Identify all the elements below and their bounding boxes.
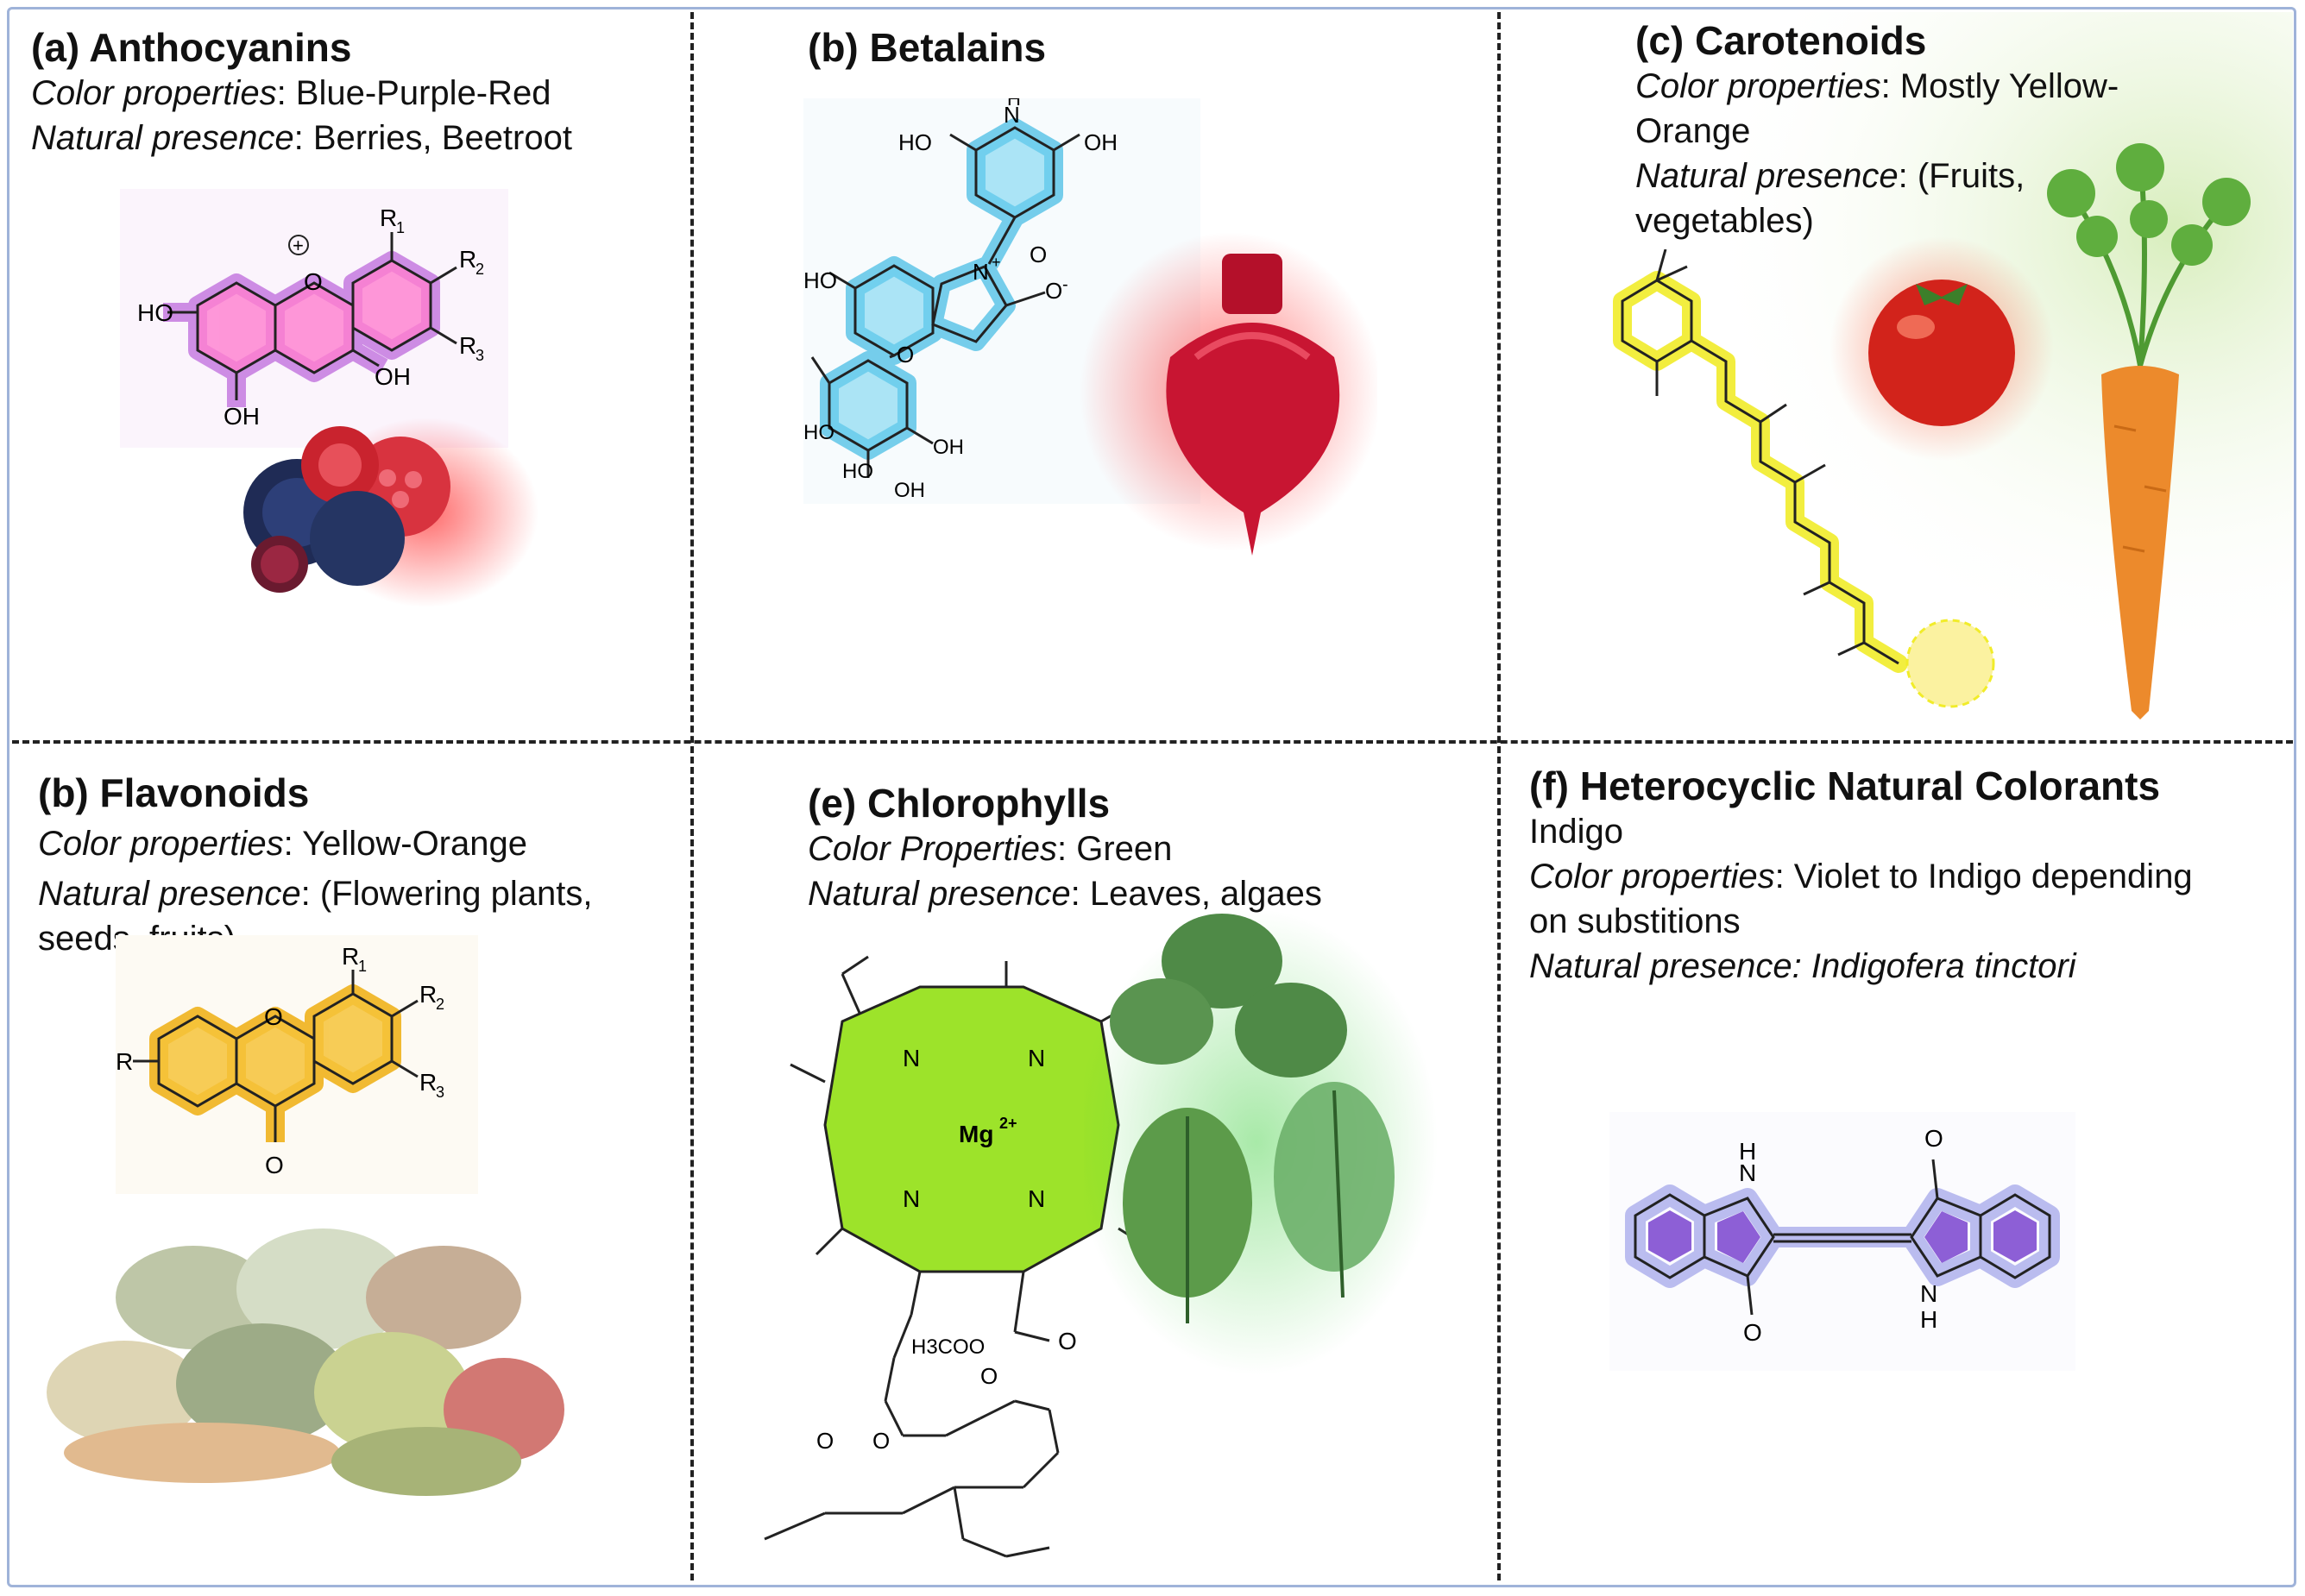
color-properties-cont: Orange — [1635, 112, 1751, 150]
svg-text:OH: OH — [894, 479, 925, 502]
svg-text:R: R — [459, 246, 476, 273]
beetroot-illustration — [1080, 232, 1377, 556]
svg-text:H: H — [1920, 1306, 1937, 1333]
carotenoid-structure — [1613, 249, 1995, 708]
panel-flavonoids: (b) Flavonoids Color properties: Yellow-… — [12, 745, 689, 1582]
svg-text:3: 3 — [436, 1084, 444, 1101]
svg-text:R: R — [459, 332, 476, 359]
carrot-illustration — [2047, 143, 2251, 719]
natural-presence: Natural presence: (Flowering plants, — [38, 875, 593, 913]
natural-presence: Natural presence: Leaves, algaes — [808, 875, 1322, 913]
tomato-illustration — [1830, 236, 2054, 461]
svg-text:R: R — [419, 1069, 437, 1096]
panel-title: (b) Flavonoids — [38, 770, 310, 815]
svg-text:N: N — [903, 1045, 920, 1071]
svg-text:-: - — [1062, 275, 1068, 294]
color-properties: Color properties: Yellow-Orange — [38, 825, 527, 863]
svg-text:H: H — [1739, 1138, 1756, 1165]
color-properties: Color properties: Blue-Purple-Red — [31, 74, 551, 112]
color-properties: Color properties: Mostly Yellow- — [1635, 67, 2119, 105]
svg-text:+: + — [293, 235, 304, 256]
svg-text:+: + — [992, 254, 1001, 271]
color-properties: Color properties: Violet to Indigo depen… — [1529, 858, 2193, 895]
leaves-illustration — [1084, 909, 1438, 1375]
svg-text:O: O — [1058, 1328, 1077, 1354]
svg-text:O: O — [264, 1003, 283, 1030]
panel-title: (f) Heterocyclic Natural Colorants — [1529, 763, 2161, 808]
svg-text:O: O — [1924, 1125, 1943, 1152]
svg-text:O: O — [816, 1428, 834, 1454]
svg-text:3: 3 — [475, 347, 484, 364]
svg-text:O: O — [980, 1363, 998, 1389]
svg-text:H3COO: H3COO — [911, 1335, 985, 1359]
anthocyanin-structure: HO OH OH O + R1 R2 R3 — [120, 189, 508, 448]
panel-title: (c) Carotenoids — [1635, 18, 1927, 63]
svg-text:O: O — [1045, 278, 1062, 304]
divider-left — [690, 12, 694, 1580]
panel-heterocyclic: (f) Heterocyclic Natural Colorants Indig… — [1502, 745, 2293, 1582]
panel-chlorophylls: (e) Chlorophylls Color Properties: Green… — [696, 745, 1495, 1582]
indigo-structure: N H N H O O — [1609, 1112, 2075, 1371]
svg-text:R: R — [380, 204, 397, 231]
color-properties-cont: on substitions — [1529, 902, 1741, 940]
svg-text:1: 1 — [358, 958, 367, 975]
svg-text:N: N — [903, 1185, 920, 1212]
svg-text:HO: HO — [898, 129, 932, 155]
natural-presence: Natural presence: (Fruits, — [1635, 157, 2025, 195]
figure-frame — [7, 7, 2296, 1587]
natural-presence: Natural presence: Berries, Beetroot — [31, 119, 572, 157]
svg-text:O: O — [1030, 242, 1047, 267]
svg-text:2: 2 — [436, 996, 444, 1013]
svg-text:O: O — [897, 342, 914, 368]
svg-text:O: O — [1743, 1319, 1762, 1346]
svg-text:OH: OH — [224, 403, 260, 430]
svg-text:N: N — [1028, 1045, 1045, 1071]
svg-text:Mg: Mg — [959, 1121, 993, 1147]
svg-text:OH: OH — [375, 363, 411, 390]
svg-text:OH: OH — [1084, 129, 1118, 155]
svg-text:R: R — [116, 1048, 133, 1075]
svg-text:R: R — [342, 943, 359, 970]
svg-text:O: O — [872, 1428, 890, 1454]
berries-illustration — [243, 418, 538, 607]
svg-text:N: N — [1739, 1159, 1756, 1186]
panel-title: (e) Chlorophylls — [808, 781, 1111, 826]
svg-text:H: H — [1007, 98, 1021, 110]
svg-text:1: 1 — [396, 219, 405, 236]
flavonoid-structure: R O O R1 R2 R3 — [116, 935, 478, 1194]
svg-text:R: R — [419, 981, 437, 1008]
panel-carotenoids: (c) Carotenoids Color properties: Mostly… — [1502, 12, 2293, 737]
panel-title: (a) Anthocyanins — [31, 25, 352, 70]
panel-betalains: (b) Betalains HO OH N H — [696, 12, 1495, 737]
svg-text:O: O — [265, 1152, 284, 1178]
svg-text:O: O — [304, 268, 323, 295]
svg-text:HO: HO — [842, 460, 873, 483]
divider-horizontal — [12, 740, 2293, 744]
svg-text:HO: HO — [137, 299, 173, 326]
natural-presence: Natural presence: Indigofera tinctori — [1529, 947, 2076, 985]
natural-presence-cont: vegetables) — [1635, 202, 1814, 240]
panel-anthocyanins: (a) Anthocyanins Color properties: Blue-… — [12, 12, 689, 737]
svg-text:2: 2 — [475, 261, 484, 278]
svg-text:2+: 2+ — [999, 1115, 1017, 1132]
produce-illustration — [47, 1228, 564, 1496]
svg-text:N: N — [1028, 1185, 1045, 1212]
svg-text:HO: HO — [803, 267, 837, 293]
svg-text:N: N — [973, 259, 989, 285]
svg-text:OH: OH — [933, 436, 964, 459]
color-properties: Color Properties: Green — [808, 830, 1173, 868]
panel-title: (b) Betalains — [808, 25, 1047, 70]
svg-text:N: N — [1920, 1280, 1937, 1307]
svg-text:N: N — [1004, 102, 1020, 128]
colorant-name: Indigo — [1529, 813, 1623, 851]
divider-right — [1497, 12, 1501, 1580]
svg-text:HO: HO — [803, 421, 834, 444]
